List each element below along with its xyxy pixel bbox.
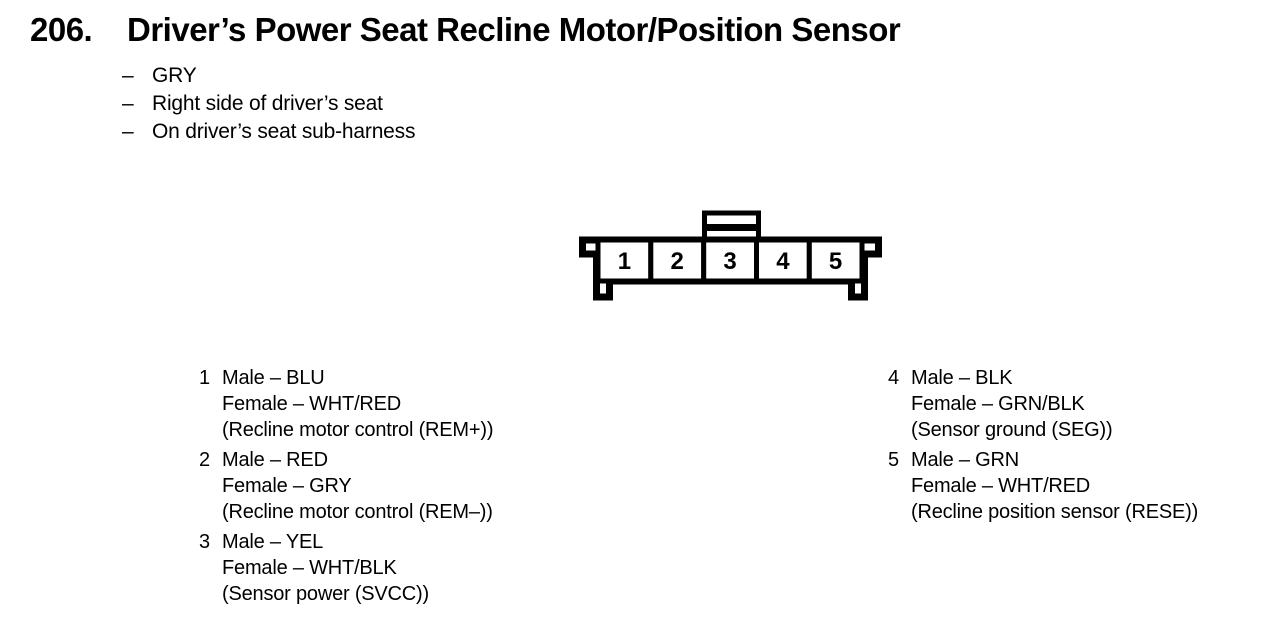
pin-number: 4: [888, 367, 899, 389]
bullet-text-color: GRY: [152, 64, 197, 87]
page-title-row: 206. Driver’s Power Seat Recline Motor/P…: [30, 11, 901, 48]
pin-male-wire: Male – GRN: [911, 449, 1020, 471]
pin-cavity-4: [754, 237, 812, 284]
section-number: 206.: [30, 11, 93, 48]
bullet-item: – Right side of driver’s seat: [122, 90, 415, 118]
pin-details: Male – BLK Female – GRN/BLK (Sensor grou…: [911, 365, 1113, 443]
pin-item-3: 3 Male – YEL Female – WHT/BLK (Sensor po…: [199, 529, 493, 607]
pin-list-left: 1 Male – BLU Female – WHT/RED (Recline m…: [199, 365, 493, 611]
pin-details: Male – YEL Female – WHT/BLK (Sensor powe…: [222, 529, 429, 607]
pin-female-wire: Female – WHT/RED: [911, 475, 1091, 497]
bullet-list: – GRY – Right side of driver’s seat – On…: [122, 62, 415, 146]
pin-function: (Recline motor control (REM–)): [222, 501, 493, 523]
pin-number: 5: [888, 449, 899, 471]
pin-cavity-2: [648, 237, 707, 284]
pin-item-2: 2 Male – RED Female – GRY (Recline motor…: [199, 447, 493, 525]
bullet-item: – On driver’s seat sub-harness: [122, 118, 415, 146]
pin-male-wire: Male – RED: [222, 449, 328, 471]
pin-female-wire: Female – WHT/BLK: [222, 557, 397, 579]
pin-cavity-label-2: 2: [671, 248, 684, 275]
pin-number: 3: [199, 531, 210, 553]
bullet-dash: –: [122, 64, 134, 87]
pin-female-wire: Female – GRY: [222, 475, 352, 497]
bullet-text-harness: On driver’s seat sub-harness: [152, 120, 416, 143]
pin-cavity-label-1: 1: [618, 248, 631, 275]
pin-details: Male – RED Female – GRY (Recline motor c…: [222, 447, 493, 525]
pin-list-right: 4 Male – BLK Female – GRN/BLK (Sensor gr…: [888, 365, 1198, 529]
pin-cavity-5: [806, 237, 865, 284]
pin-male-wire: Male – YEL: [222, 531, 324, 553]
pin-item-1: 1 Male – BLU Female – WHT/RED (Recline m…: [199, 365, 493, 443]
connector-svg: 1 2 3 4 5: [579, 210, 882, 301]
pin-cavity-label-5: 5: [829, 248, 842, 275]
pin-function: (Sensor ground (SEG)): [911, 419, 1113, 441]
pin-cavity-label-4: 4: [776, 248, 790, 275]
pin-function: (Sensor power (SVCC)): [222, 583, 429, 605]
pin-function: (Recline position sensor (RESE)): [911, 501, 1199, 523]
pin-item-5: 5 Male – GRN Female – WHT/RED (Recline p…: [888, 447, 1198, 525]
page-title: Driver’s Power Seat Recline Motor/Positi…: [127, 11, 901, 48]
pin-cavity-label-3: 3: [723, 248, 736, 275]
bullet-dash: –: [122, 92, 134, 115]
pin-female-wire: Female – WHT/RED: [222, 393, 402, 415]
pin-number: 1: [199, 367, 210, 389]
pin-male-wire: Male – BLK: [911, 367, 1013, 389]
pin-cavity-1: [595, 237, 654, 284]
bullet-text-location: Right side of driver’s seat: [152, 92, 383, 115]
pin-male-wire: Male – BLU: [222, 367, 325, 389]
pin-item-4: 4 Male – BLK Female – GRN/BLK (Sensor gr…: [888, 365, 1198, 443]
pin-details: Male – GRN Female – WHT/RED (Recline pos…: [911, 447, 1198, 525]
pin-details: Male – BLU Female – WHT/RED (Recline mot…: [222, 365, 493, 443]
connector-diagram: 1 2 3 4 5: [573, 203, 889, 307]
pin-number: 2: [199, 449, 210, 471]
bullet-item: – GRY: [122, 62, 415, 90]
bullet-dash: –: [122, 120, 134, 143]
pin-female-wire: Female – GRN/BLK: [911, 393, 1085, 415]
pin-function: (Recline motor control (REM+)): [222, 419, 494, 441]
